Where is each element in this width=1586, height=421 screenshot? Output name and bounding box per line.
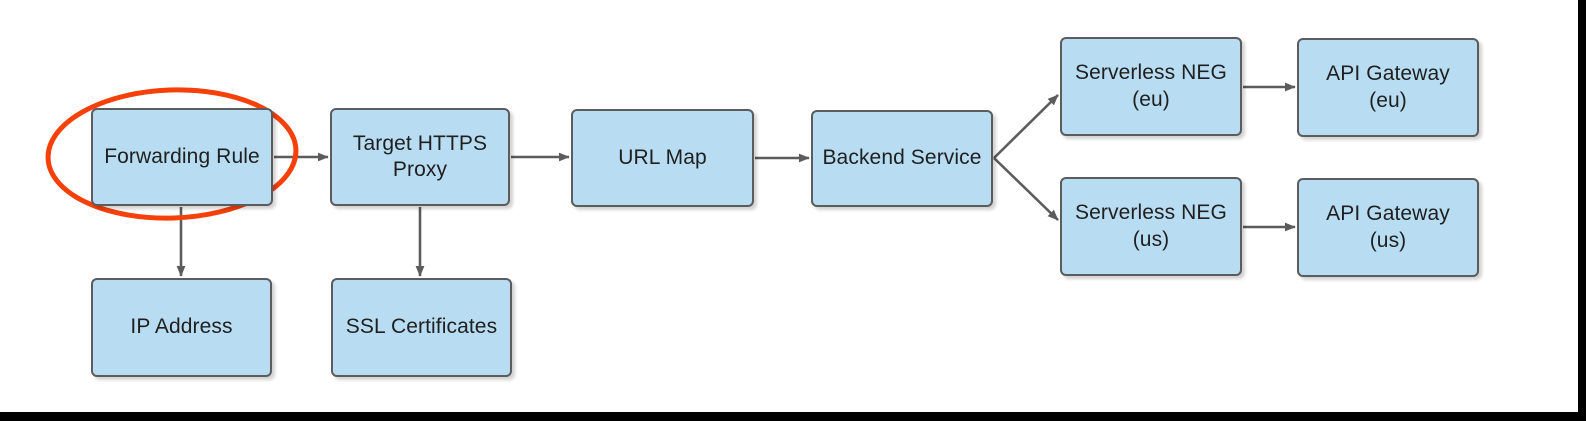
edge-backend-service-to-serverless-neg-eu <box>993 94 1059 159</box>
node-backend-service[interactable]: Backend Service <box>811 110 993 207</box>
node-serverless-neg-eu[interactable]: Serverless NEG (eu) <box>1060 37 1242 136</box>
node-forwarding-rule[interactable]: Forwarding Rule <box>91 108 273 206</box>
node-url-map[interactable]: URL Map <box>571 109 754 207</box>
window-frame-bottom-band <box>0 412 1586 421</box>
node-target-https-proxy[interactable]: Target HTTPS Proxy <box>330 108 510 206</box>
node-api-gateway-eu[interactable]: API Gateway (eu) <box>1297 38 1479 137</box>
node-ip-address[interactable]: IP Address <box>91 278 272 377</box>
edge-backend-service-to-serverless-neg-us <box>993 157 1059 221</box>
node-serverless-neg-us[interactable]: Serverless NEG (us) <box>1060 177 1242 276</box>
node-api-gateway-us[interactable]: API Gateway (us) <box>1297 178 1479 277</box>
node-ssl-certificates[interactable]: SSL Certificates <box>331 278 512 377</box>
window-frame-right-band <box>1578 0 1586 421</box>
